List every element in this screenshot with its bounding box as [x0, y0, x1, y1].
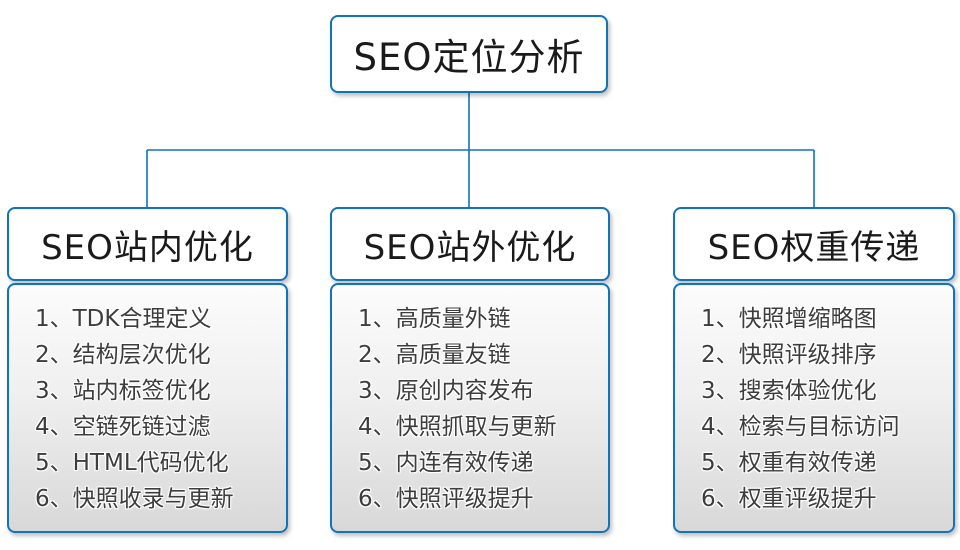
header-title-weight-transfer: SEO权重传递: [707, 227, 921, 268]
root-node-title: SEO定位分析: [353, 36, 585, 79]
list-item: 5、内连有效传递: [358, 450, 534, 476]
list-node-weight-transfer: 1、快照增缩略图 2、快照评级排序 3、搜索体验优化 4、检索与目标访问 5、权…: [673, 283, 955, 533]
list-item: 1、TDK合理定义: [35, 306, 212, 332]
list-node-onsite: 1、TDK合理定义 2、结构层次优化 3、站内标签优化 4、空链死链过滤 5、H…: [7, 283, 288, 533]
header-title-offsite: SEO站外优化: [363, 227, 577, 268]
header-node-onsite: SEO站内优化: [7, 207, 288, 281]
list-item: 2、快照评级排序: [701, 342, 877, 368]
list-item: 4、检索与目标访问: [701, 414, 900, 440]
list-item: 6、快照收录与更新: [35, 486, 234, 512]
list-item: 6、权重评级提升: [701, 486, 877, 512]
list-item: 4、空链死链过滤: [35, 414, 211, 440]
list-item: 1、快照增缩略图: [701, 306, 877, 332]
root-node-seo-positioning: SEO定位分析: [330, 15, 608, 93]
list-item: 3、搜索体验优化: [701, 378, 877, 404]
list-item: 2、结构层次优化: [35, 342, 211, 368]
list-item: 4、快照抓取与更新: [358, 414, 557, 440]
header-title-onsite: SEO站内优化: [41, 227, 254, 268]
list-item: 2、高质量友链: [358, 342, 511, 368]
header-node-weight-transfer: SEO权重传递: [673, 207, 955, 281]
list-item: 5、权重有效传递: [701, 450, 877, 476]
list-item: 3、原创内容发布: [358, 378, 534, 404]
list-item: 5、HTML代码优化: [35, 450, 229, 476]
header-node-offsite: SEO站外优化: [330, 207, 610, 281]
list-item: 6、快照评级提升: [358, 486, 534, 512]
list-item: 1、高质量外链: [358, 306, 511, 332]
list-node-offsite: 1、高质量外链 2、高质量友链 3、原创内容发布 4、快照抓取与更新 5、内连有…: [330, 283, 610, 533]
list-item: 3、站内标签优化: [35, 378, 211, 404]
